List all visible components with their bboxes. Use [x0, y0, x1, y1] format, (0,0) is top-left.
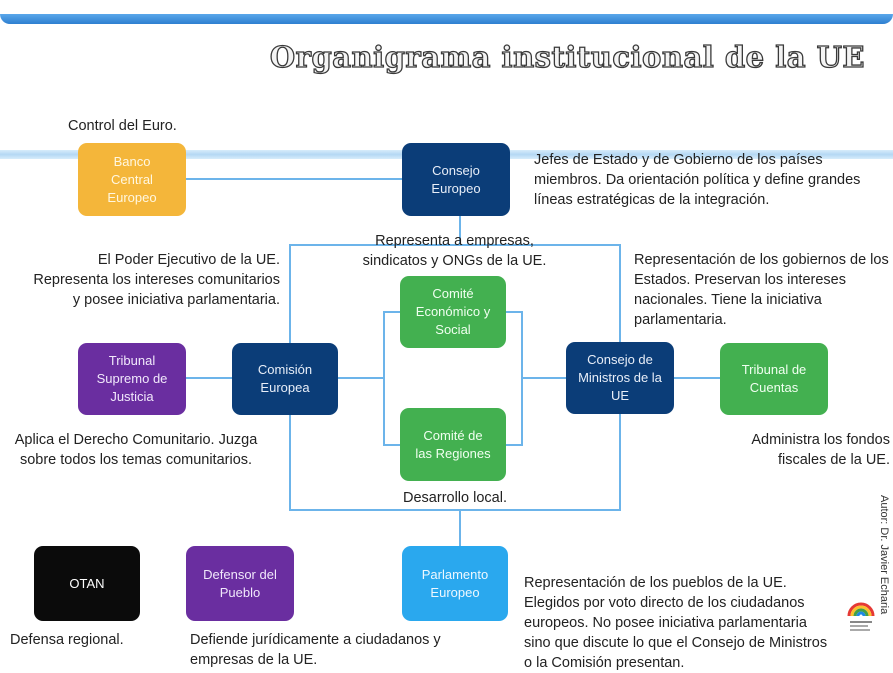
top-accent-bar	[0, 14, 893, 24]
tribunal-cuentas-box: Tribunal de Cuentas	[720, 343, 828, 415]
comite-regiones-box: Comité de las Regiones	[400, 408, 506, 481]
defensor-pueblo-box: Defensor del Pueblo	[186, 546, 294, 621]
comite-regiones-label: Comité de las Regiones	[415, 427, 491, 461]
consejo-europeo-description: Jefes de Estado y de Gobierno de los paí…	[534, 152, 861, 208]
comision-description: El Poder Ejecutivo de la UE. Representa …	[33, 252, 280, 308]
otan-label: OTAN	[69, 575, 105, 591]
otan-description: Defensa regional.	[10, 632, 124, 648]
comite-economico-social-box: Comité Económico y Social	[400, 276, 506, 348]
comision-europea-label: Comisión Europea	[257, 362, 313, 395]
consejo-ministros-description: Representación de los gobiernos de los E…	[634, 252, 889, 328]
parlamento-europeo-box: Parlamento Europeo	[402, 546, 508, 621]
comision-europea-box: Comisión Europea	[232, 343, 338, 415]
comite-economico-social-label: Comité Económico y Social	[415, 286, 491, 337]
tribunal-justicia-description: Aplica el Derecho Comunitario. Juzga sob…	[14, 432, 258, 468]
banco-central-europeo-label: Banco Central Europeo	[107, 153, 157, 205]
defensor-pueblo-label: Defensor del Pueblo	[203, 566, 277, 600]
consejo-europeo-label: Consejo Europeo	[431, 162, 481, 196]
defensor-description: Defiende jurídicamente a ciudadanos y em…	[190, 632, 441, 668]
consejo-ministros-label: Consejo de Ministros de la UE	[578, 352, 662, 403]
parlamento-europeo-label: Parlamento Europeo	[421, 566, 489, 600]
comite-regiones-description: Desarrollo local.	[403, 490, 507, 506]
tribunal-cuentas-description: Administra los fondos fiscales de la UE.	[751, 432, 890, 468]
tribunal-cuentas-label: Tribunal de Cuentas	[741, 362, 807, 395]
otan-box: OTAN	[34, 546, 140, 621]
page-title: Organigrama institucional de la UE	[269, 39, 865, 74]
parlamento-description: Representación de los pueblos de la UE. …	[524, 575, 828, 671]
comite-economico-description: Representa a empresas, sindicatos y ONGs…	[362, 233, 547, 269]
author-credit: Autor: Dr. Javier Echaria	[878, 495, 890, 615]
consejo-europeo-box: Consejo Europeo	[402, 143, 510, 216]
tribunal-supremo-justicia-label: Tribunal Supremo de Justicia	[96, 353, 168, 404]
institution-logo	[847, 602, 875, 631]
banco-description: Control del Euro.	[68, 118, 177, 134]
banco-central-europeo-box: Banco Central Europeo	[78, 143, 186, 216]
consejo-ministros-box: Consejo de Ministros de la UE	[566, 342, 674, 414]
tribunal-supremo-justicia-box: Tribunal Supremo de Justicia	[78, 343, 186, 415]
